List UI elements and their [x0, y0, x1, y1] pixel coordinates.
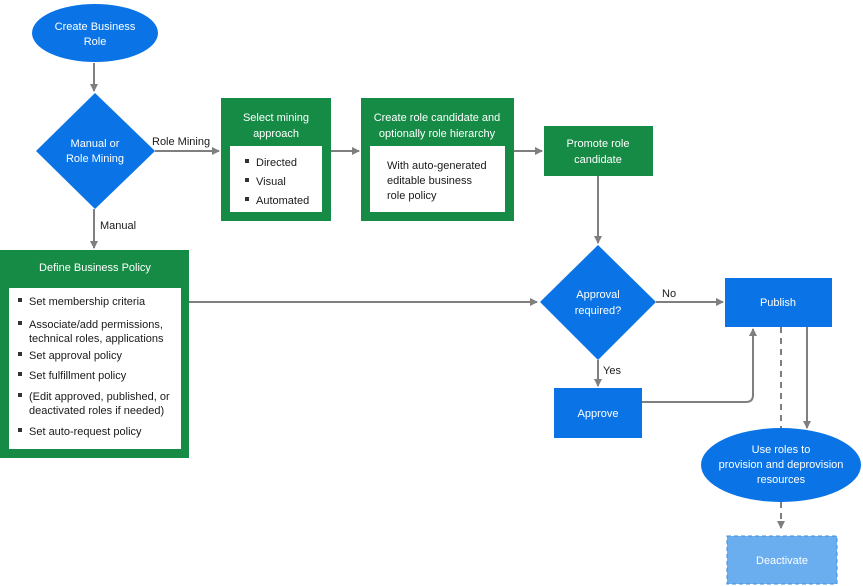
decision-mining-line1: Manual or [71, 138, 120, 150]
bullet [18, 372, 22, 376]
mining-approach-node: Select mining approach Directed Visual A… [221, 98, 331, 221]
use-roles-line3: resources [757, 474, 806, 486]
bullet [18, 298, 22, 302]
edge-label-role-mining: Role Mining [152, 136, 210, 148]
decision-mining-line2: Role Mining [66, 153, 124, 165]
approve-node: Approve [554, 388, 642, 438]
policy-item: Set approval policy [29, 350, 122, 362]
decision-approval-required: Approval required? [540, 245, 656, 360]
decision-manual-or-mining: Manual or Role Mining [36, 93, 155, 209]
promote-line1: Promote role [567, 138, 630, 150]
candidate-body-panel [370, 146, 505, 212]
bullet [245, 178, 249, 182]
bullet [245, 159, 249, 163]
candidate-title-line1: Create role candidate and [374, 112, 501, 124]
policy-item: Set auto-request policy [29, 426, 142, 438]
policy-list-panel [9, 288, 181, 449]
edge-label-yes: Yes [603, 365, 621, 377]
mining-title-line1: Select mining [243, 112, 309, 124]
policy-item: Set membership criteria [29, 296, 146, 308]
bullet [18, 321, 22, 325]
policy-title: Define Business Policy [39, 262, 151, 274]
approval-line1: Approval [576, 289, 619, 301]
bullet [18, 393, 22, 397]
policy-item-cont: technical roles, applications [29, 333, 164, 345]
business-policy-node: Define Business Policy Set membership cr… [0, 250, 189, 458]
deactivate-label: Deactivate [756, 555, 808, 567]
policy-item: (Edit approved, published, or [29, 391, 170, 403]
approval-line2: required? [575, 305, 621, 317]
approve-label: Approve [578, 408, 619, 420]
bullet [18, 352, 22, 356]
mining-item: Automated [256, 195, 309, 207]
bullet [245, 197, 249, 201]
mining-item: Visual [256, 176, 286, 188]
connectors [90, 63, 811, 529]
start-label-line1: Create Business [55, 21, 136, 33]
candidate-body-line3: role policy [387, 190, 437, 202]
edge-approve-to-publish [642, 328, 757, 403]
use-roles-line1: Use roles to [752, 444, 811, 456]
candidate-body-line1: With auto-generated [387, 160, 487, 172]
candidate-body-line2: editable business [387, 175, 473, 187]
bullet [18, 428, 22, 432]
deactivate-node: Deactivate [726, 535, 838, 585]
policy-item: Associate/add permissions, [29, 319, 163, 331]
mining-title-line2: approach [253, 128, 299, 140]
start-node: Create Business Role [32, 4, 158, 62]
role-candidate-node: Create role candidate and optionally rol… [361, 98, 514, 221]
edge-label-manual: Manual [100, 220, 136, 232]
policy-item-cont: deactivated roles if needed) [29, 405, 164, 417]
edge-label-no: No [662, 288, 676, 300]
policy-item: Set fulfillment policy [29, 370, 127, 382]
publish-label: Publish [760, 297, 796, 309]
publish-node: Publish [725, 278, 832, 327]
start-label-line2: Role [84, 36, 107, 48]
mining-item: Directed [256, 157, 297, 169]
use-roles-line2: provision and deprovision [719, 459, 844, 471]
promote-node: Promote role candidate [544, 126, 653, 176]
promote-line2: candidate [574, 154, 622, 166]
candidate-title-line2: optionally role hierarchy [379, 128, 496, 140]
use-roles-node: Use roles to provision and deprovision r… [701, 428, 861, 502]
